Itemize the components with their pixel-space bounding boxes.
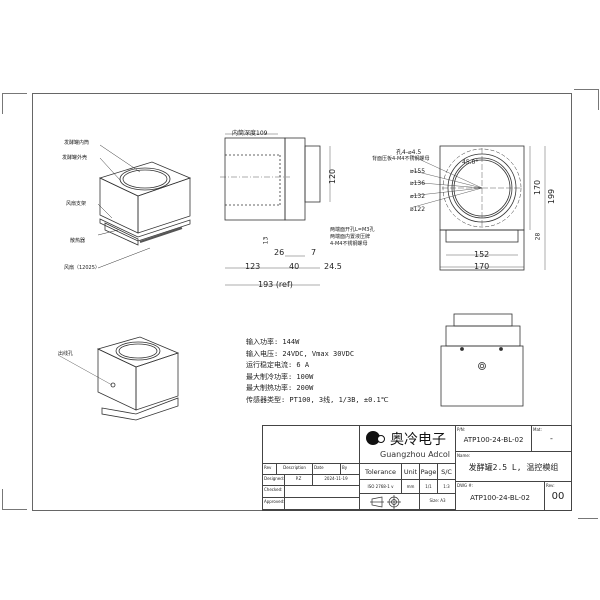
frame-corner-tl (2, 93, 27, 114)
frame-corner-bl (2, 489, 27, 510)
dim-13: 13 (262, 236, 270, 245)
tolerance-value: ISO 2768-1 v (360, 480, 402, 494)
frame-corner-br (578, 498, 598, 519)
spec-max-heating: 最大制热功率: 200W (246, 384, 314, 392)
dim-h-199: 199 (547, 188, 557, 205)
side-note-1: 两端面开孔L=M3孔 (330, 227, 375, 233)
hole-note-1: 孔4-⌀4.5 (396, 149, 422, 156)
designed-label: Designed: (263, 475, 285, 486)
dim-h-170: 170 (533, 179, 543, 196)
dia-132: ⌀132 (410, 193, 426, 200)
unit-label: Unit (402, 464, 420, 480)
part-name-cell: Name: 发酵罐2.5 L, 温控模组 (456, 452, 571, 482)
dim-h-28: 28 (534, 232, 542, 241)
part-number-cell: P/N: ATP100-24-BL-02 (456, 426, 532, 452)
label-fan: 风扇（12025） (64, 265, 100, 271)
dim-24-5: 24.5 (324, 262, 342, 271)
hole-note-2: 背面压板4-M4不锈钢螺母 (372, 156, 430, 162)
dim-inner-depth: 内筒深度109 (232, 130, 268, 137)
name-label: Name: (457, 453, 471, 458)
isometric-view-front (97, 144, 192, 269)
dim-120: 120 (328, 168, 338, 185)
dia-155: ⌀155 (410, 168, 426, 175)
projection-symbol-block (360, 494, 420, 510)
page-value: 1/1 (420, 480, 438, 494)
unit-value: mm (402, 480, 420, 494)
material-cell: Mat: - (532, 426, 571, 452)
tolerance-label: Tolerance (360, 464, 402, 480)
label-heatsink: 散热器 (70, 238, 86, 244)
sc-value: 1:3 (438, 480, 456, 494)
dim-7: 7 (311, 248, 317, 257)
frame-corner-tr (574, 89, 599, 110)
dim-26: 26 (274, 248, 285, 257)
label-inner-tank: 发酵罐内筒 (64, 140, 90, 146)
rev-value: 00 (551, 491, 565, 502)
designed-by: P.Z (285, 475, 313, 486)
part-name-value: 发酵罐2.5 L, 温控模组 (468, 463, 559, 472)
mat-label: Mat: (533, 427, 542, 432)
front-view (409, 145, 546, 271)
pn-label: P/N: (457, 427, 466, 432)
company-logo-block: 奥冷电子 Guangzhou Adcol (360, 426, 456, 464)
dia-136: ⌀136 (410, 180, 426, 187)
isometric-view-rear (57, 336, 180, 421)
angle-45: 45.0° (462, 159, 479, 166)
spec-operating-current: 运行稳定电流: 6 A (246, 361, 310, 369)
specs-list: 输入功率: 144W 输入电压: 24VDC, Vmax 30VDC 运行稳定电… (246, 337, 389, 406)
spec-input-voltage: 输入电压: 24VDC, Vmax 30VDC (246, 349, 355, 358)
dim-123: 123 (245, 262, 261, 271)
mat-value: - (550, 434, 553, 443)
approved-label: Approved: (263, 498, 285, 510)
label-outer-shell: 发酵罐外壳 (62, 155, 88, 161)
dim-w-170: 170 (474, 262, 490, 271)
size-label: Size: A3 (420, 494, 456, 510)
logo-icon (366, 431, 380, 445)
side-note-3: 4-M4不锈钢螺母 (330, 241, 368, 247)
label-cable-hole: 出线孔 (58, 351, 74, 357)
back-view (440, 313, 524, 407)
dim-40: 40 (289, 262, 300, 271)
checked-label: Checked: (263, 486, 285, 498)
drawing-number-cell: DWG #: ATP100-24-BL-02 (456, 482, 545, 510)
by-col-header: By (341, 464, 360, 475)
revision-cell: Rev: 00 (545, 482, 571, 510)
first-angle-projection-icon (370, 495, 401, 509)
company-name-en: Guangzhou Adcol (380, 450, 451, 459)
pn-value: ATP100-24-BL-02 (463, 436, 524, 444)
title-block: Rev Description Date By Designed: P.Z 20… (262, 425, 572, 511)
side-note-2: 两端面内置液压牌 (330, 234, 371, 240)
logo-icon-dot (377, 435, 385, 443)
side-view (220, 133, 331, 286)
company-name-cn: 奥冷电子 (390, 432, 446, 448)
page-label: Page (420, 464, 438, 480)
spec-sensor-type: 传感器类型: PT100, 3线, 1/3B, ±0.1℃ (246, 395, 389, 404)
dwg-label: DWG #: (457, 483, 474, 488)
spec-input-power: 输入功率: 144W (246, 338, 300, 346)
designed-date: 2024-11-19 (313, 475, 360, 486)
dim-w-152: 152 (474, 250, 490, 259)
dwg-value: ATP100-24-BL-02 (470, 494, 530, 502)
rev-label: Rev: (546, 483, 555, 488)
sc-label: S/C (438, 464, 456, 480)
dia-122: ⌀122 (410, 206, 426, 213)
date-col-header: Date (313, 464, 341, 475)
description-col-header: Description (277, 464, 313, 475)
dim-total-193: 193 (ref) (258, 280, 293, 289)
spec-max-cooling: 最大制冷功率: 100W (246, 372, 314, 381)
rev-col-header: Rev (263, 464, 277, 475)
label-fan-bracket: 风扇支架 (66, 201, 87, 207)
